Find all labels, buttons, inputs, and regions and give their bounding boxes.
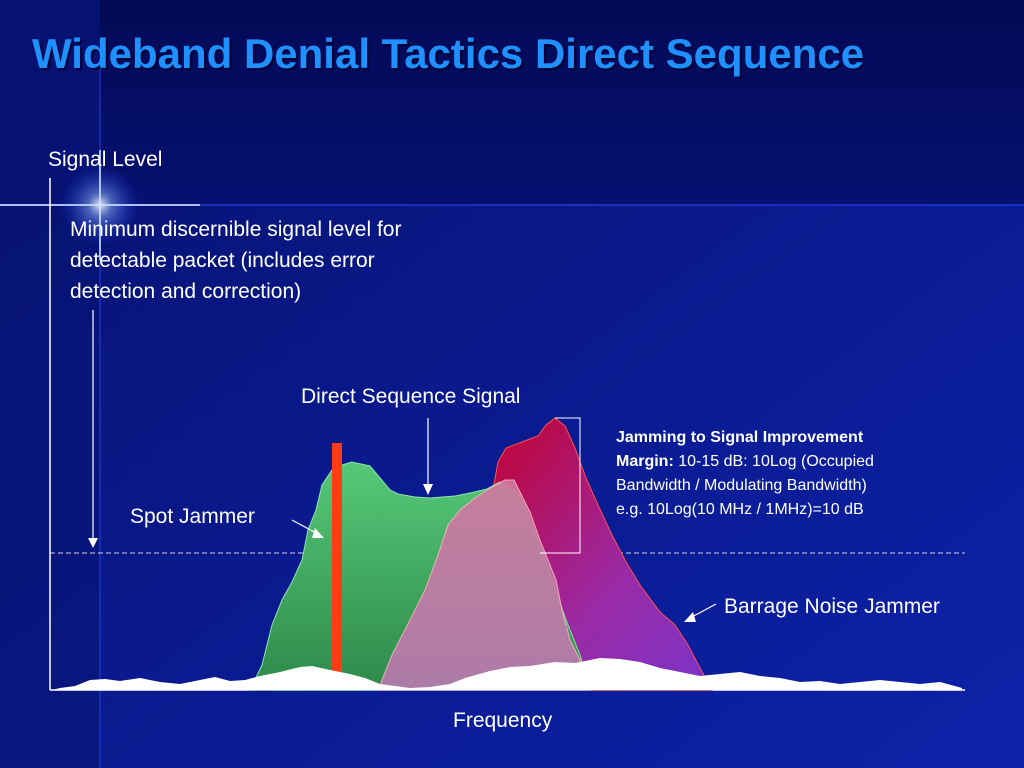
spot-jammer-label: Spot Jammer [130,505,255,528]
margin-bracket [540,417,581,554]
min-signal-line-2: detectable packet (includes error [70,249,375,272]
barrage-jammer-label: Barrage Noise Jammer [724,595,940,618]
x-axis-label: Frequency [453,709,553,732]
margin-line-2-rest: 10-15 dB: 10Log (Occupied [673,453,874,470]
margin-heading-line-1: Jamming to Signal Improvement [616,429,864,446]
barrage-jammer-pointer [689,603,717,619]
margin-line-3: Bandwidth / Modulating Bandwidth) [616,477,867,494]
y-axis-label: Signal Level [48,148,163,171]
noise-floor-shape [52,658,962,690]
spot-jammer-pointer [291,519,319,535]
barrage-jammer-arrowhead [684,612,696,622]
spot-jammer-bar [332,443,342,690]
min-signal-arrowhead [88,538,98,548]
ds-signal-arrowhead [423,484,433,495]
spot-jammer-arrowhead [312,528,324,538]
min-signal-line-1: Minimum discernible signal level for [70,218,402,241]
jammer-overlap-shape [377,479,591,691]
direct-sequence-label: Direct Sequence Signal [301,385,521,408]
slide-title: Wideband Denial Tactics Direct Sequence [32,30,865,77]
min-signal-line-3: detection and correction) [70,280,302,303]
margin-heading-line-2: Margin: [616,453,674,470]
margin-annotation: Jamming to Signal Improvement Margin: 10… [616,426,874,522]
min-signal-annotation: Minimum discernible signal level for det… [70,214,401,307]
margin-line-4: e.g. 10Log(10 MHz / 1MHz)=10 dB [616,501,864,518]
